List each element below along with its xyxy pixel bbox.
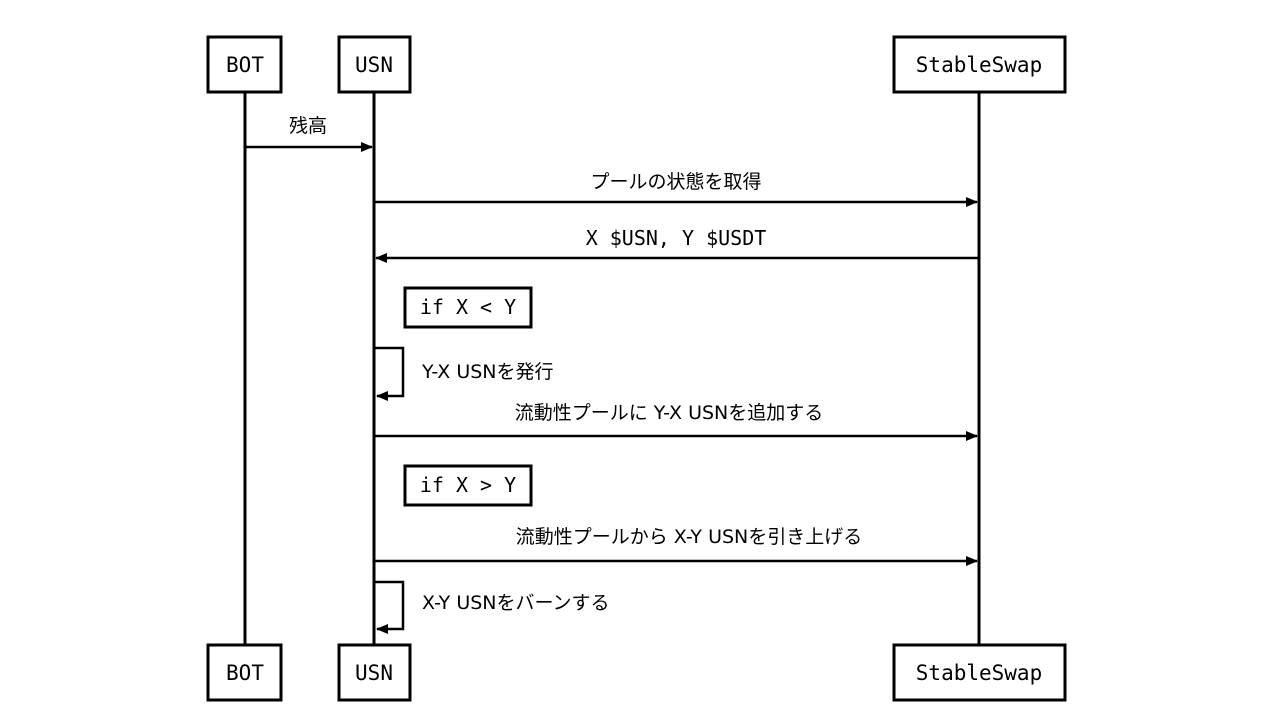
participant-stableswap-label: StableSwap — [916, 53, 1042, 77]
participant-usn-label: USN — [355, 53, 393, 77]
message-add-liquidity-label: 流動性プールに Y-X USNを追加する — [515, 402, 824, 424]
participant-usn-bottom: USN — [337, 643, 412, 702]
participant-bot-bottom: BOT — [206, 643, 283, 702]
participant-bot-label: BOT — [226, 53, 264, 77]
condition-box-x-less-than-y: if X < Y — [403, 286, 533, 329]
participant-stableswap-top: StableSwap — [892, 35, 1067, 94]
condition-box-x-greater-than-y: if X > Y — [403, 464, 533, 507]
condition-x-greater-than-y-label: if X > Y — [420, 473, 516, 497]
participant-stableswap-bottom: StableSwap — [892, 643, 1067, 702]
message-burn-self-arrow — [374, 580, 405, 634]
participant-usn-label-bottom: USN — [355, 661, 393, 685]
participant-stableswap-label-bottom: StableSwap — [916, 661, 1042, 685]
condition-x-less-than-y-label: if X < Y — [420, 295, 516, 319]
message-get-pool-state-label: プールの状態を取得 — [590, 171, 761, 193]
participant-bot-top: BOT — [206, 35, 283, 94]
message-mint-self-arrow — [374, 346, 405, 401]
message-pool-reserves-label: X $USN, Y $USDT — [586, 226, 767, 250]
message-mint-label: Y-X USNを発行 — [421, 361, 554, 383]
message-burn-label: X-Y USNをバーンする — [422, 592, 610, 614]
participant-usn-top: USN — [337, 35, 412, 94]
message-balance-label: 残高 — [289, 115, 327, 137]
message-withdraw-liquidity-label: 流動性プールから X-Y USNを引き上げる — [516, 526, 863, 548]
participant-bot-label-bottom: BOT — [226, 661, 264, 685]
